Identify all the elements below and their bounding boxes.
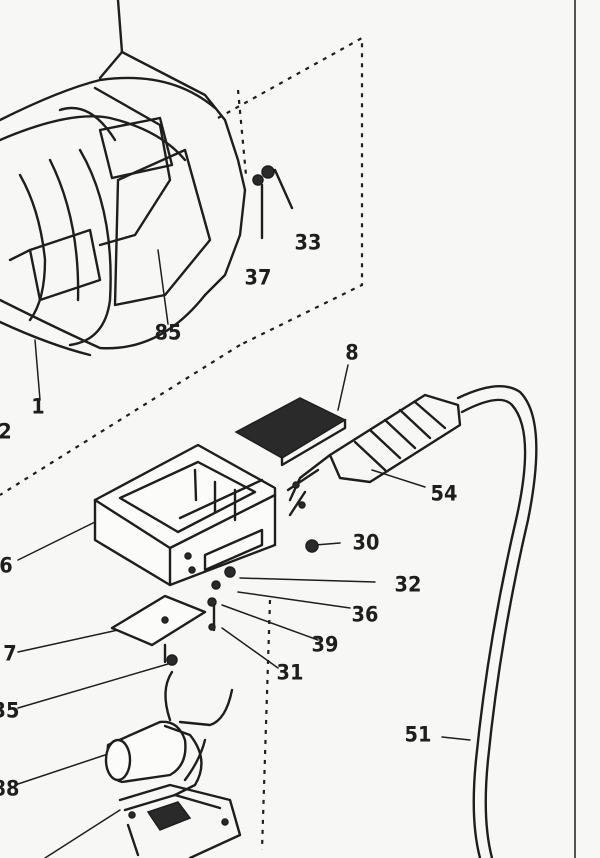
- drum-housing: [0, 0, 247, 357]
- small-hardware: [207, 566, 236, 632]
- callout-31: 31: [276, 660, 304, 685]
- callout-51: 51: [404, 722, 432, 747]
- part-7-plate: [110, 594, 207, 666]
- callout-32: 32: [394, 572, 422, 597]
- callout-37: 37: [244, 265, 272, 290]
- part-88-motor: [104, 670, 242, 858]
- callout-36: 36: [351, 602, 379, 627]
- callout-8: 8: [345, 340, 359, 365]
- part-51-cord: [456, 385, 538, 858]
- callout-39: 39: [311, 632, 339, 657]
- callout-88: 88: [0, 776, 20, 801]
- callout-1: 1: [31, 394, 45, 419]
- part-54-connector: [286, 393, 462, 517]
- callout-2: 2: [0, 421, 12, 443]
- part-6-box: [93, 443, 277, 587]
- callout-35: 35: [0, 698, 20, 723]
- screw-37-33: [252, 165, 294, 240]
- callout-30: 30: [352, 530, 380, 555]
- leader-lines: [14, 249, 471, 858]
- callout-33: 33: [294, 230, 322, 255]
- part-30-screw: [305, 539, 319, 553]
- callout-54: 54: [430, 481, 458, 506]
- dashed-guide-lines: [0, 36, 364, 851]
- part-8-pad: [234, 397, 347, 467]
- callout-85: 85: [154, 320, 182, 345]
- callout-6: 6: [0, 553, 13, 578]
- callout-7: 7: [3, 641, 17, 666]
